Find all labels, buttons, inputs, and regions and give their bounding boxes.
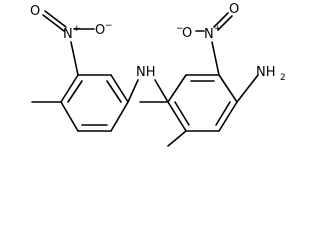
left-nitro-o-right-label: O	[95, 23, 105, 38]
left-ring	[60, 74, 129, 132]
right-nitro-n-label: N	[204, 27, 214, 42]
molecule-drawing: N + O O − NH N + O O −	[30, 2, 286, 147]
right-nitro-o-top-label: O	[229, 2, 239, 17]
right-methyl-bond-lower	[167, 130, 187, 147]
amine-bridge: NH	[127, 65, 169, 103]
left-nitro-n-label: N	[63, 27, 73, 42]
left-nitro-o-top-label: O	[30, 4, 40, 19]
structure-canvas: N + O O − NH N + O O −	[30, 2, 286, 147]
left-nitro-o-charge: −	[105, 21, 113, 31]
right-ring	[167, 74, 238, 132]
left-nitro-n-charge: +	[73, 24, 81, 34]
nh2-label: NH	[256, 65, 276, 80]
right-nitro-group: N + O O −	[176, 2, 239, 76]
nh-label: NH	[136, 65, 156, 80]
amino-group: NH 2	[236, 65, 286, 103]
left-nitro-group: N + O O −	[30, 4, 113, 76]
right-nitro-o-charge: −	[176, 24, 184, 34]
right-nitro-n-charge: +	[214, 24, 222, 34]
nh2-subscript: 2	[280, 73, 286, 83]
right-nitro-o-left-label: O	[182, 26, 192, 41]
